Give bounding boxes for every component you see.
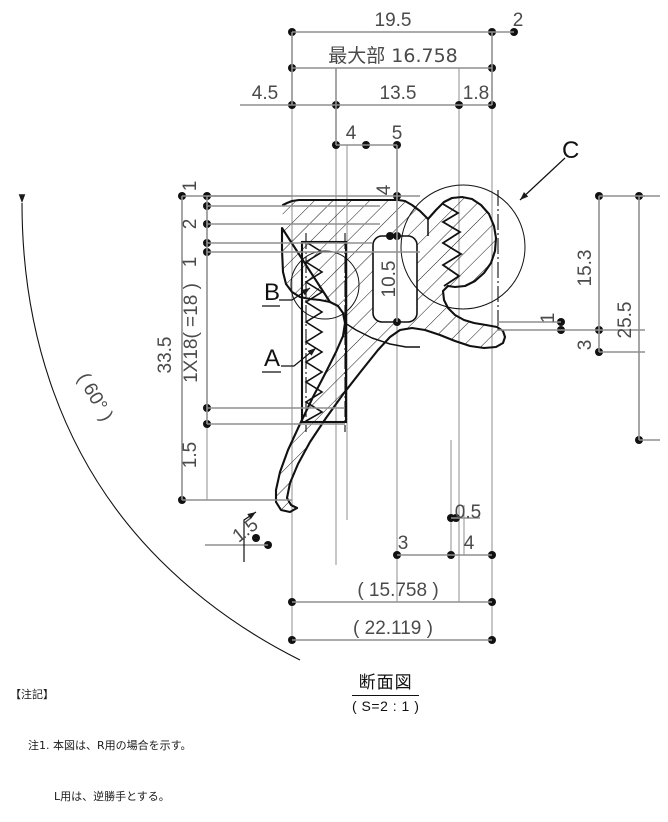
notes-header: 【注記】 — [10, 688, 54, 701]
dim-bottom-seg-left: 3 — [398, 533, 409, 554]
center-lines — [305, 190, 499, 432]
detail-view-circles — [290, 184, 526, 320]
dim-slot-height: 10.5 — [379, 261, 400, 298]
dimension-lines — [182, 31, 660, 641]
dim-top-maxpart: 最大部 16.758 — [328, 45, 458, 67]
dim-top-right-small: 1.8 — [463, 83, 489, 104]
detail-leader-lines — [243, 157, 566, 562]
dimension-grid — [181, 32, 640, 640]
dim-left-total: 33.5 — [155, 337, 176, 374]
dim-left-step2: 2 — [180, 219, 201, 230]
thread-boundary-box — [300, 240, 348, 424]
dim-sub-right: 5 — [392, 123, 403, 144]
detail-label-c: C — [562, 137, 579, 164]
detail-label-b: B — [264, 279, 280, 306]
dim-left-step3: 1 — [180, 257, 201, 268]
dim-right-upper: 15.3 — [575, 250, 596, 287]
angle-arc-60 — [18, 194, 301, 661]
dim-right-lower: 3 — [575, 340, 596, 351]
dim-left-bottom: 1.5 — [180, 442, 201, 468]
view-scale: ( S=2 : 1 ) — [352, 698, 420, 714]
drawing-sheet: 19.5 最大部 16.758 4.5 13.5 1.8 2 4 5 4 10.… — [18, 10, 660, 661]
part-outline — [274, 195, 507, 514]
dim-angle-60: ( 60° ) — [73, 370, 117, 425]
dim-left-step1: 1 — [180, 181, 201, 192]
view-title: 断面図 — [352, 668, 420, 696]
dim-top-overall: 19.5 — [375, 10, 412, 31]
dim-right-overall: 25.5 — [615, 302, 636, 339]
detail-letters: B A C — [262, 137, 579, 373]
dim-right-tick: 1 — [538, 313, 559, 324]
dimension-nodes — [178, 28, 643, 644]
dim-bottom-small: 0.5 — [455, 502, 481, 523]
dim-sub-left: 4 — [346, 123, 357, 144]
notes-line-2: L用は、逆勝手とする。 — [54, 790, 170, 803]
dim-left-pitch: 1X18( =18 ) — [181, 283, 202, 383]
dim-bottom-ref-mid: ( 15.758 ) — [357, 580, 438, 601]
inner-contour-lines — [344, 219, 429, 348]
dim-bottom-ref-overall: ( 22.119 ) — [353, 618, 433, 639]
dim-top-left-offset: 4.5 — [252, 83, 278, 104]
vertical-dimension-lines — [181, 32, 640, 500]
detail-label-a: A — [264, 345, 280, 372]
dim-tail-1-5: 1.5 — [229, 514, 263, 547]
cross-section-drawing: 19.5 最大部 16.758 4.5 13.5 1.8 2 4 5 4 10.… — [18, 10, 660, 661]
dim-inner-vert-4: 4 — [374, 184, 395, 195]
notes-line-1: 注1. 本図は、R用の場合を示す。 — [28, 739, 192, 752]
dimension-text: 19.5 最大部 16.758 4.5 13.5 1.8 2 4 5 4 10.… — [73, 10, 636, 639]
dim-top-far-right: 2 — [513, 10, 524, 31]
dim-top-mid: 13.5 — [380, 83, 417, 104]
notes-block: 【注記】 注1. 本図は、R用の場合を示す。 L用は、逆勝手とする。 — [10, 652, 192, 822]
serrated-edge-left — [304, 241, 324, 422]
title-block: 断面図 ( S=2 : 1 ) — [352, 668, 420, 714]
dim-bottom-seg-right: 4 — [464, 533, 475, 554]
serrated-edge-right — [441, 203, 463, 287]
